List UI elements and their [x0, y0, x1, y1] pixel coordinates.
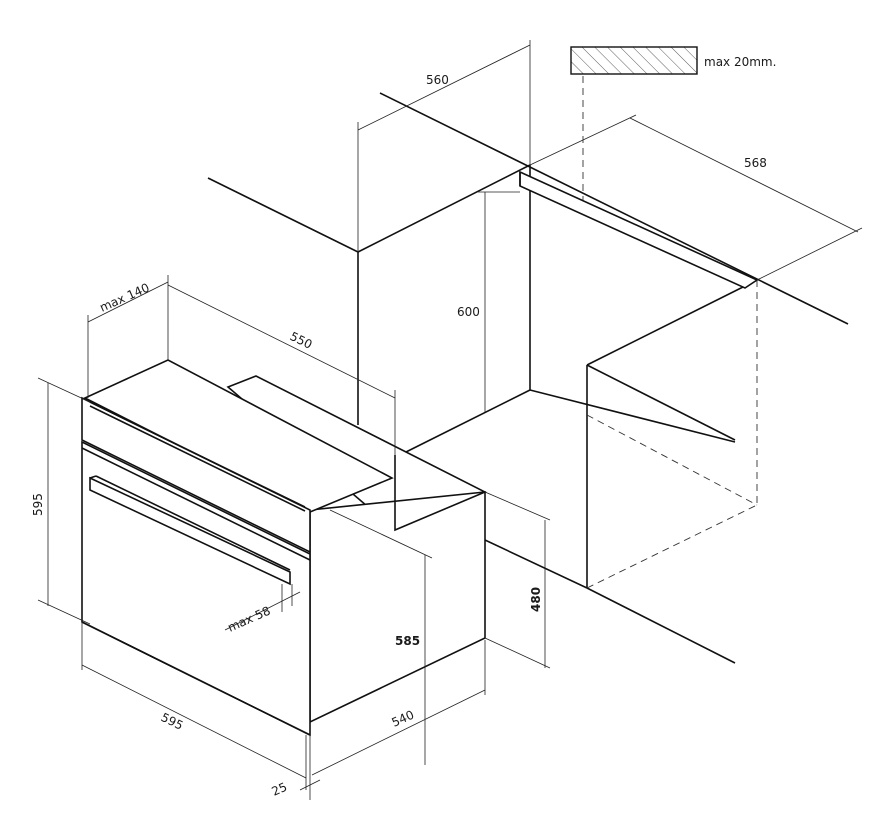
hatched-sample	[570, 46, 698, 75]
cabinet-niche	[207, 92, 849, 664]
dim-585: 585	[395, 634, 420, 648]
max-thickness-legend: max 20mm.	[570, 46, 776, 75]
dim-600: 600	[457, 305, 480, 319]
dim-568: 568	[744, 156, 767, 170]
dim-550: 550	[288, 329, 315, 352]
dim-480: 480	[529, 587, 543, 612]
dimension-lines	[37, 40, 863, 800]
legend-label: max 20mm.	[704, 55, 776, 69]
dim-25: 25	[270, 780, 290, 799]
dim-540: 540	[390, 708, 417, 730]
dim-595-height: 595	[31, 493, 45, 516]
dim-max-140: max 140	[98, 280, 152, 314]
dim-560: 560	[426, 73, 449, 87]
dim-595-width: 595	[159, 710, 186, 733]
oven-body	[81, 359, 487, 737]
oven-handle	[89, 476, 291, 586]
